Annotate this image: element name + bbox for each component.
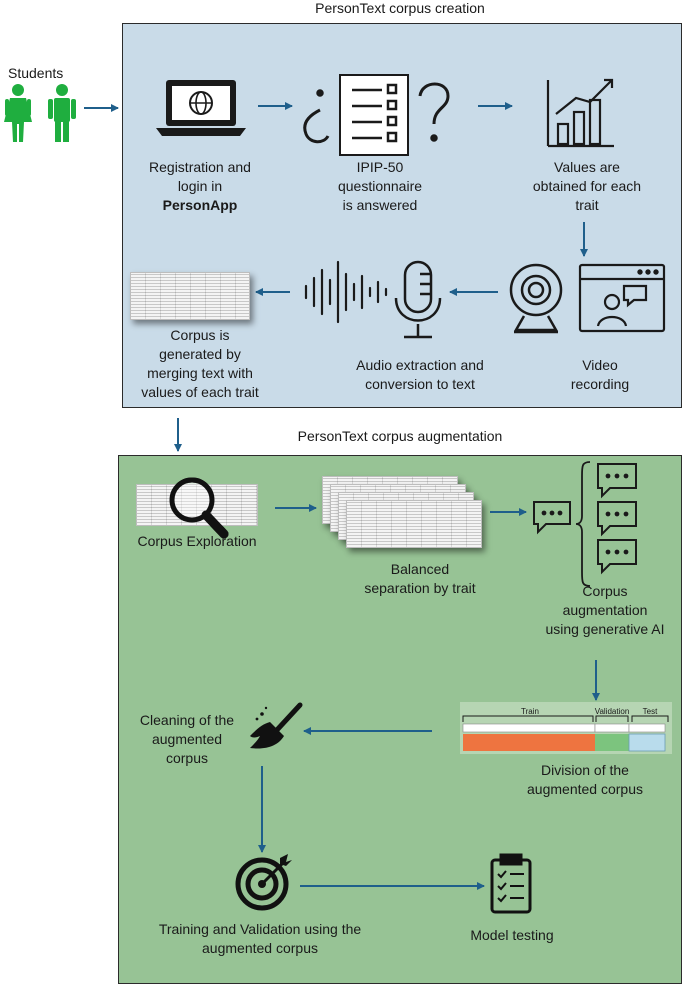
target-icon bbox=[235, 854, 292, 911]
creation-title: PersonText corpus creation bbox=[315, 0, 485, 16]
division-label: Division of the augmented corpus bbox=[527, 762, 643, 797]
training-label: Training and Validation using the augmen… bbox=[158, 921, 362, 956]
validation-label: Validation bbox=[594, 707, 630, 716]
validation-segment bbox=[595, 734, 629, 751]
video-call-icon bbox=[578, 263, 666, 333]
division-bar bbox=[460, 702, 672, 754]
exploration-label: Corpus Exploration bbox=[137, 533, 257, 549]
values-label: Values are obtained for each trait bbox=[532, 159, 642, 213]
broom-icon bbox=[250, 702, 303, 749]
bar-chart-icon bbox=[546, 78, 614, 148]
train-segment bbox=[463, 734, 595, 751]
person-icon-male bbox=[48, 84, 76, 142]
spreadsheet-thumbnail-corpus bbox=[130, 272, 250, 320]
audio-label: Audio extraction and conversion to text bbox=[356, 357, 484, 392]
train-label: Train bbox=[521, 707, 539, 716]
test-segment bbox=[628, 733, 666, 752]
augment-label: Corpus augmentation using generative AI bbox=[545, 583, 665, 637]
cleaning-label: Cleaning of the augmented corpus bbox=[139, 712, 235, 766]
laptop-globe-icon bbox=[156, 80, 246, 136]
students-icons bbox=[4, 84, 76, 142]
students-label: Students bbox=[8, 65, 64, 81]
sound-wave-icon bbox=[304, 260, 388, 324]
person-icon-female bbox=[4, 84, 32, 142]
video-label: Video recording bbox=[570, 357, 630, 392]
test-label: Test bbox=[642, 707, 658, 716]
chat-bubble-icon-stack bbox=[597, 463, 637, 575]
chat-bubble-icon bbox=[533, 501, 571, 535]
augmentation-title: PersonText corpus augmentation bbox=[297, 428, 503, 444]
webcam-icon bbox=[509, 263, 563, 334]
magnifier-icon-front bbox=[169, 477, 229, 539]
balanced-label: Balanced separation by trait bbox=[364, 561, 476, 596]
registration-label: Registration and login in PersonApp bbox=[149, 159, 251, 213]
ipip-label: IPIP-50 questionnaire is answered bbox=[337, 159, 423, 213]
microphone-icon bbox=[394, 260, 442, 339]
bracket-icon bbox=[575, 461, 591, 587]
corpus-label: Corpus is generated by merging text with… bbox=[141, 327, 259, 400]
testing-label: Model testing bbox=[470, 927, 554, 943]
flow-arrows bbox=[84, 102, 600, 890]
questionnaire-icon bbox=[303, 74, 450, 156]
spreadsheet-thumbnail-balanced-4 bbox=[346, 500, 482, 548]
clipboard-checklist-icon bbox=[490, 853, 532, 914]
